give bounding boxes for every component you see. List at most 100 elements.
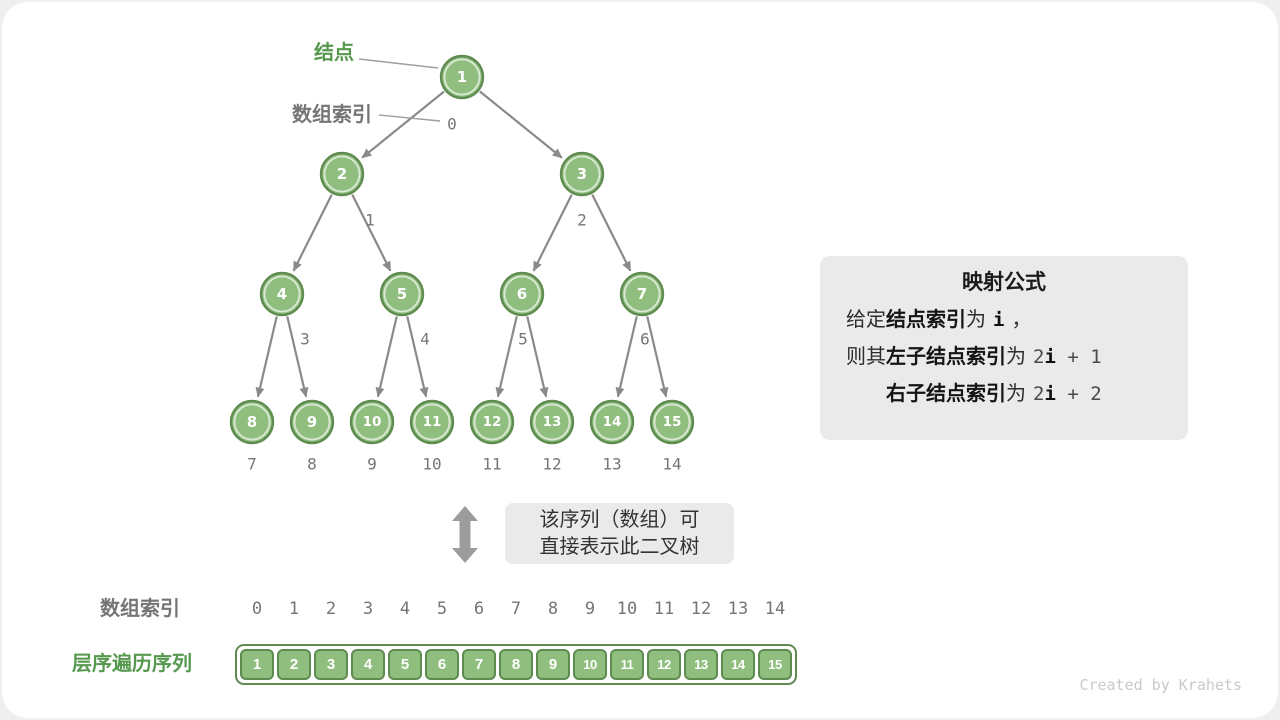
tree-node-value: 8 [247,413,257,431]
array-cell: 7 [462,649,496,680]
array-index-value: 0 [251,599,263,619]
index-variable: i [1044,346,1056,368]
node-index-label: 10 [422,455,441,474]
tree-edges [255,90,669,398]
tree-edge [375,316,398,398]
tree-edge [255,316,278,398]
formula-bold-left-child-index: 左子结点索引 [886,346,1006,368]
expr-coefficient: 2 [1033,383,1045,405]
tree-node: 9 [289,399,335,445]
tree-node-value: 13 [543,414,562,430]
tree-node: 3 [559,151,605,197]
node-index-label: 11 [482,455,501,474]
tree-edge [591,194,632,272]
formula-text: 为 [1006,383,1026,405]
array-cell: 6 [425,649,459,680]
node-index-label: 13 [602,455,621,474]
right-child-expression: 2i + 2 [1033,383,1102,405]
tree-node-value: 7 [637,285,647,303]
array-index-value: 5 [436,599,448,619]
note-line-1: 该序列（数组）可 [539,508,700,531]
tree-node: 5 [379,271,425,317]
level-order-sequence-label: 层序遍历序列 [72,653,192,675]
tree-node: 6 [499,271,545,317]
tree-node: 1 [439,54,485,100]
watermark: Created by Krahets [1079,676,1242,694]
tree-node-value: 6 [517,285,527,303]
array-index-value: 10 [616,599,638,619]
node-index-label: 9 [367,455,377,474]
tree-node-value: 3 [577,165,587,183]
tree-node-value: 12 [483,414,502,430]
tree-edge [292,194,333,272]
formula-bold-right-child-index: 右子结点索引 [886,383,1006,405]
node-index-label: 12 [542,455,561,474]
up-down-arrow-icon [452,506,478,563]
tree-edge [495,316,518,398]
array-index-value: 4 [399,599,411,619]
array-index-value: 1 [288,599,300,619]
tree-edge [361,90,445,159]
tree-edge [532,194,573,272]
array-index-value: 11 [653,599,675,619]
formula-text: 为 [1006,346,1026,368]
array-index-value: 13 [727,599,749,619]
node-index-label: 3 [300,330,310,349]
tree-node: 10 [349,399,395,445]
node-index-label: 0 [447,115,457,134]
bottom-array-index-label: 数组索引 [100,598,180,620]
tree-node: 12 [469,399,515,445]
array-index-pointer-label: 数组索引 [292,104,372,126]
tree-node: 11 [409,399,455,445]
tree-node: 8 [229,399,275,445]
expr-offset: + 2 [1055,383,1102,405]
array-index-value: 2 [325,599,337,619]
tree-node-value: 5 [397,285,407,303]
tree-node-value: 14 [603,414,622,430]
array-index-value: 12 [690,599,712,619]
array-index-value: 3 [362,599,374,619]
array-index-label-connector [378,114,441,122]
node-index-label: 7 [247,455,257,474]
array-index-value: 8 [547,599,559,619]
array-cell: 13 [684,649,718,680]
tree-edge [351,194,392,272]
formula-text: 则其 [846,346,886,368]
array-index-value: 7 [510,599,522,619]
tree-node-value: 11 [423,414,442,430]
array-cell: 5 [388,649,422,680]
tree-edge [646,316,669,398]
tree-node-value: 10 [363,414,382,430]
note-line-2: 直接表示此二叉树 [539,535,700,558]
array-cell: 2 [277,649,311,680]
index-variable: i [993,309,1005,331]
expr-coefficient: 2 [1033,346,1045,368]
array-cell: 1 [240,649,274,680]
tree-node: 14 [589,399,635,445]
node-index-label: 1 [365,211,375,230]
node-index-label: 8 [307,455,317,474]
array-cell: 10 [573,649,607,680]
expr-offset: + 1 [1055,346,1102,368]
left-child-expression: 2i + 1 [1033,346,1102,368]
tree-node: 4 [259,271,305,317]
tree-edge [479,90,563,159]
tree-edge [615,316,638,398]
tree-node: 2 [319,151,365,197]
tree-edge [406,316,429,398]
array-cell: 9 [536,649,570,680]
formula-text: ， [1011,309,1032,331]
node-index-label: 14 [662,455,681,474]
tree-node-value: 9 [307,413,317,431]
index-variable: i [1044,383,1056,405]
array-cell: 11 [610,649,644,680]
array-index-value: 6 [473,599,485,619]
